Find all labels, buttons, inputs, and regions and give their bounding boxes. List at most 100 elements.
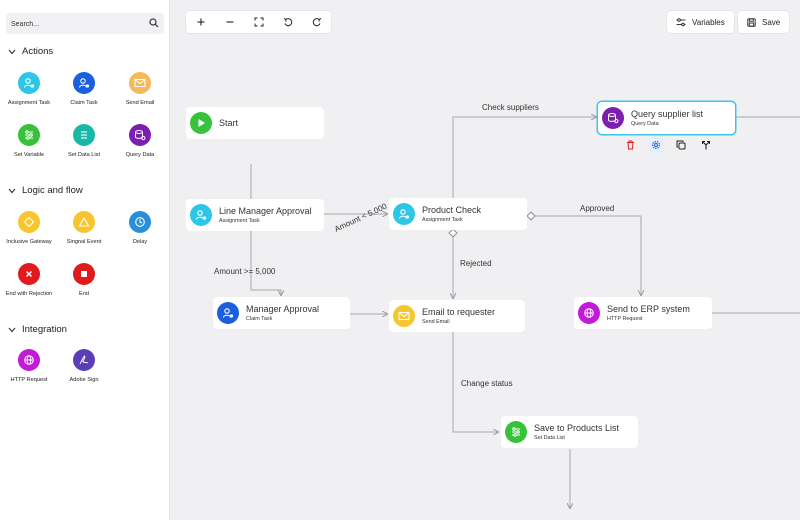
edge-label-amount-lt: Amount < 5,000 — [333, 201, 389, 233]
edge-check-suppliers — [452, 117, 596, 198]
node-start[interactable]: Start — [186, 107, 324, 139]
node-title: Email to requester — [422, 307, 496, 317]
node-settings-button[interactable] — [647, 137, 664, 153]
node-actions-bar — [618, 136, 718, 154]
plus-icon — [197, 18, 204, 26]
node-type: Assignment Task — [422, 217, 463, 223]
tool-end-with-rejection[interactable]: End with Rejection — [1, 263, 57, 297]
node-type: Query Data — [631, 121, 659, 127]
search-icon[interactable] — [149, 18, 159, 28]
save-icon — [747, 17, 756, 27]
play-icon — [190, 112, 212, 134]
globe-icon — [578, 302, 600, 324]
delete-node-button[interactable] — [623, 137, 639, 153]
edge-amount-gte — [250, 230, 281, 295]
gear-icon — [651, 140, 660, 150]
diamond-icon — [18, 211, 40, 233]
tool-label: Query Data — [125, 152, 155, 158]
user-task-icon — [217, 302, 239, 324]
variables-button[interactable]: Variables — [667, 11, 734, 33]
tool-delay[interactable]: Delay — [112, 211, 168, 245]
tool-label: Claim Task — [70, 100, 98, 106]
redo-button[interactable] — [307, 13, 327, 31]
mail-icon — [393, 305, 415, 327]
sidebar: Actions Assignment Task Claim Task Send … — [0, 0, 170, 520]
tool-send-email[interactable]: Send Email — [112, 72, 168, 106]
tool-adobe-sign[interactable]: Adobe Sign — [56, 349, 112, 383]
chevron-down-icon — [8, 49, 16, 54]
flow-canvas[interactable] — [170, 0, 800, 520]
edge-label-rejected: Rejected — [460, 259, 492, 268]
tool-label: End — [79, 291, 89, 297]
node-type: Claim Task — [246, 316, 273, 322]
redo-icon — [312, 18, 321, 27]
node-type: HTTP Request — [607, 316, 643, 322]
stop-icon — [73, 263, 95, 285]
tool-label: Singnal Event — [66, 239, 102, 245]
chevron-down-icon — [8, 327, 16, 332]
zoom-out-button[interactable] — [220, 13, 240, 31]
canvas-toolbar — [186, 11, 331, 33]
tool-label: Adobe Sign — [69, 377, 99, 383]
node-type: Set Data List — [534, 435, 565, 441]
tool-label: Set Variable — [13, 152, 45, 158]
edge-approved — [531, 215, 641, 295]
section-logic[interactable]: Logic and flow — [8, 185, 83, 196]
tool-label: Set Data List — [67, 152, 101, 158]
section-integration[interactable]: Integration — [8, 324, 67, 335]
fit-screen-button[interactable] — [249, 13, 269, 31]
edge-label-change-status: Change status — [461, 379, 513, 388]
duplicate-node-button[interactable] — [673, 137, 689, 153]
tool-end[interactable]: End — [56, 263, 112, 297]
sliders-icon — [505, 421, 527, 443]
tool-label: HTTP Request — [10, 377, 48, 383]
tool-assignment-task[interactable]: Assignment Task — [1, 72, 57, 106]
tool-label: Inclusive Gateway — [6, 239, 52, 245]
pdf-icon — [73, 349, 95, 371]
save-button[interactable]: Save — [738, 11, 790, 33]
database-icon — [129, 124, 151, 146]
node-title: Line Manager Approval — [219, 206, 312, 216]
tool-set-variable[interactable]: Set Variable — [1, 124, 57, 158]
section-actions[interactable]: Actions — [8, 46, 53, 57]
tool-label: Send Email — [125, 100, 155, 106]
search-box[interactable] — [6, 13, 164, 35]
node-title: Product Check — [422, 205, 482, 215]
tool-query-data[interactable]: Query Data — [112, 124, 168, 158]
zoom-in-button[interactable] — [191, 13, 211, 31]
tool-claim-task[interactable]: Claim Task — [56, 72, 112, 106]
tool-signal-event[interactable]: Singnal Event — [56, 211, 112, 245]
gateway-diamond-approved — [526, 211, 536, 221]
undo-button[interactable] — [278, 13, 298, 31]
tool-label: End with Rejection — [5, 291, 53, 297]
branch-icon — [701, 141, 710, 150]
trash-icon — [627, 140, 634, 150]
user-task-icon — [18, 72, 40, 94]
close-icon — [18, 263, 40, 285]
node-title: Send to ERP system — [607, 304, 690, 314]
list-icon — [73, 124, 95, 146]
clock-icon — [129, 211, 151, 233]
tool-inclusive-gateway[interactable]: Inclusive Gateway — [1, 211, 57, 245]
tool-set-data-list[interactable]: Set Data List — [56, 124, 112, 158]
tool-http-request[interactable]: HTTP Request — [1, 349, 57, 383]
undo-icon — [283, 18, 292, 27]
node-title: Manager Approval — [246, 304, 320, 314]
edge-change-status — [452, 332, 498, 432]
search-input[interactable] — [6, 14, 136, 35]
branch-node-button[interactable] — [698, 137, 714, 153]
edge-label-check-suppliers: Check suppliers — [482, 103, 539, 112]
mail-icon — [129, 72, 151, 94]
user-task-icon — [73, 72, 95, 94]
node-title: Query supplier list — [631, 109, 704, 119]
user-task-icon — [393, 203, 415, 225]
tool-label: Assignment Task — [7, 100, 51, 106]
